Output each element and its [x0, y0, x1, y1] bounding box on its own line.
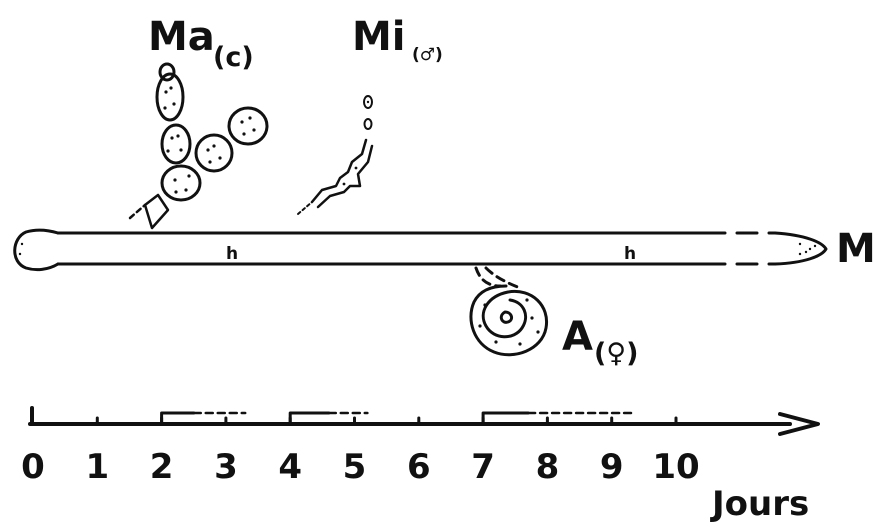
- microconidia-sublabel: (♂): [412, 45, 443, 65]
- main-hypha-drawing: [13, 228, 828, 272]
- hypha-mark-left: h: [226, 244, 238, 264]
- timeline-unit-label: Jours: [710, 484, 809, 524]
- timeline-tick-label: 10: [652, 447, 699, 487]
- phase-solid-mark: [481, 411, 530, 426]
- timeline-tick-label: 5: [343, 447, 367, 487]
- timeline-tick-label: 9: [600, 447, 624, 487]
- timeline-tick-label: 7: [471, 447, 495, 487]
- macroconidia-drawing: [128, 62, 269, 230]
- hypha-mark-right: h: [624, 244, 636, 264]
- aleuria-drawing: [469, 266, 549, 357]
- macroconidia-label: Ma: [148, 14, 215, 60]
- macroconidia-sublabel: (c): [213, 42, 254, 73]
- mycelium-label: M: [836, 226, 876, 272]
- aleuria-sublabel: (♀): [594, 338, 638, 369]
- timeline-tick-label: 0: [21, 447, 45, 487]
- microconidia-label: Mi: [352, 14, 406, 60]
- phase-solid-mark: [288, 411, 331, 426]
- timeline-tick-label: 1: [85, 447, 109, 487]
- timeline-tick-label: 6: [407, 447, 431, 487]
- phase-solid-mark: [160, 411, 196, 426]
- timeline-tick-label: 2: [150, 447, 174, 487]
- aleuria-label: A: [562, 314, 593, 360]
- timeline-arrow-icon: [778, 412, 820, 436]
- timeline-tick-label: 4: [278, 447, 302, 487]
- microconidia-drawing: [297, 95, 374, 215]
- timeline-tick-label: 3: [214, 447, 238, 487]
- timeline-tick-label: 8: [536, 447, 560, 487]
